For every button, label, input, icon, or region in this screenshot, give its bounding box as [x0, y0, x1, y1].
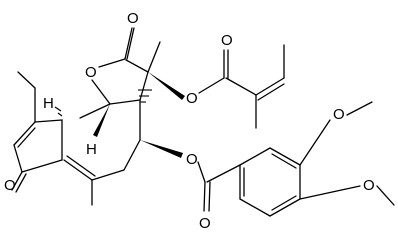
atom-label-methoxy-upper-oxygen: O [333, 106, 345, 123]
atom-label-ketone-oxygen: O [4, 177, 16, 194]
cyclopentenone-ring-bonds [11, 71, 63, 193]
seven-membered-ring-bonds [61, 99, 141, 206]
chemical-structure-diagram: O O O O O O O O O H H [4, 10, 395, 232]
ring-junction-stereo-bonds [54, 89, 152, 137]
atom-label-ring-oxygen: O [85, 64, 97, 81]
atom-label-benzoate-carbonyl-oxygen: O [199, 215, 211, 232]
structure-canvas: O O O O O O O O O H H [4, 10, 395, 232]
atom-label-hydrogen-upper: H [43, 95, 54, 112]
lactone-ring-bonds [91, 27, 149, 105]
benzoate-ester-wedge [140, 140, 183, 158]
atom-label-hydrogen-lower: H [86, 141, 97, 158]
benzoate-ester-bonds [197, 161, 241, 212]
methoxy-group-bonds [299, 101, 395, 206]
quaternary-carbon-substituents [147, 41, 185, 100]
atom-label-lactone-carbonyl-oxygen: O [127, 10, 139, 27]
dimethoxyphenyl-ring-bonds [239, 147, 301, 217]
atom-label-crotonate-carbonyl-oxygen: O [221, 32, 233, 49]
atom-label-benzoate-ester-oxygen: O [186, 151, 198, 168]
atom-label-methoxy-lower-oxygen: O [363, 177, 375, 194]
atom-label-crotonate-ester-oxygen: O [186, 90, 198, 107]
crotonate-ester-bonds [198, 44, 285, 129]
